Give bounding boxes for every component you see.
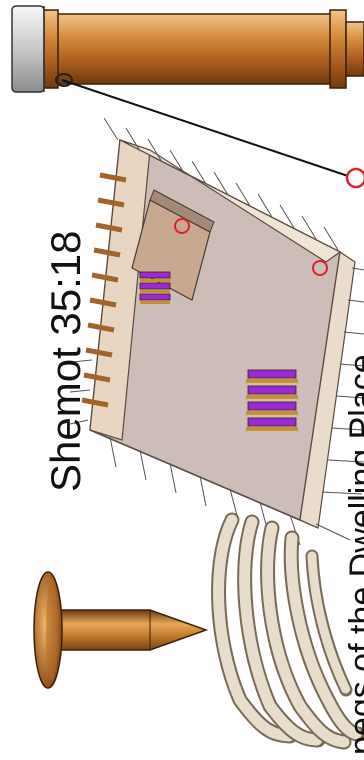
rope-coil-icon (219, 520, 358, 742)
leader-line (62, 80, 348, 176)
verse-reference: Shemot 35:18 (42, 230, 90, 492)
tent-peg-icon (34, 572, 206, 688)
rolled-sheet-icon (12, 6, 364, 92)
highlight-circle (347, 169, 364, 187)
image-caption: pegs of the Dwelling Place (343, 354, 364, 755)
tabernacle-model-icon (70, 118, 364, 545)
